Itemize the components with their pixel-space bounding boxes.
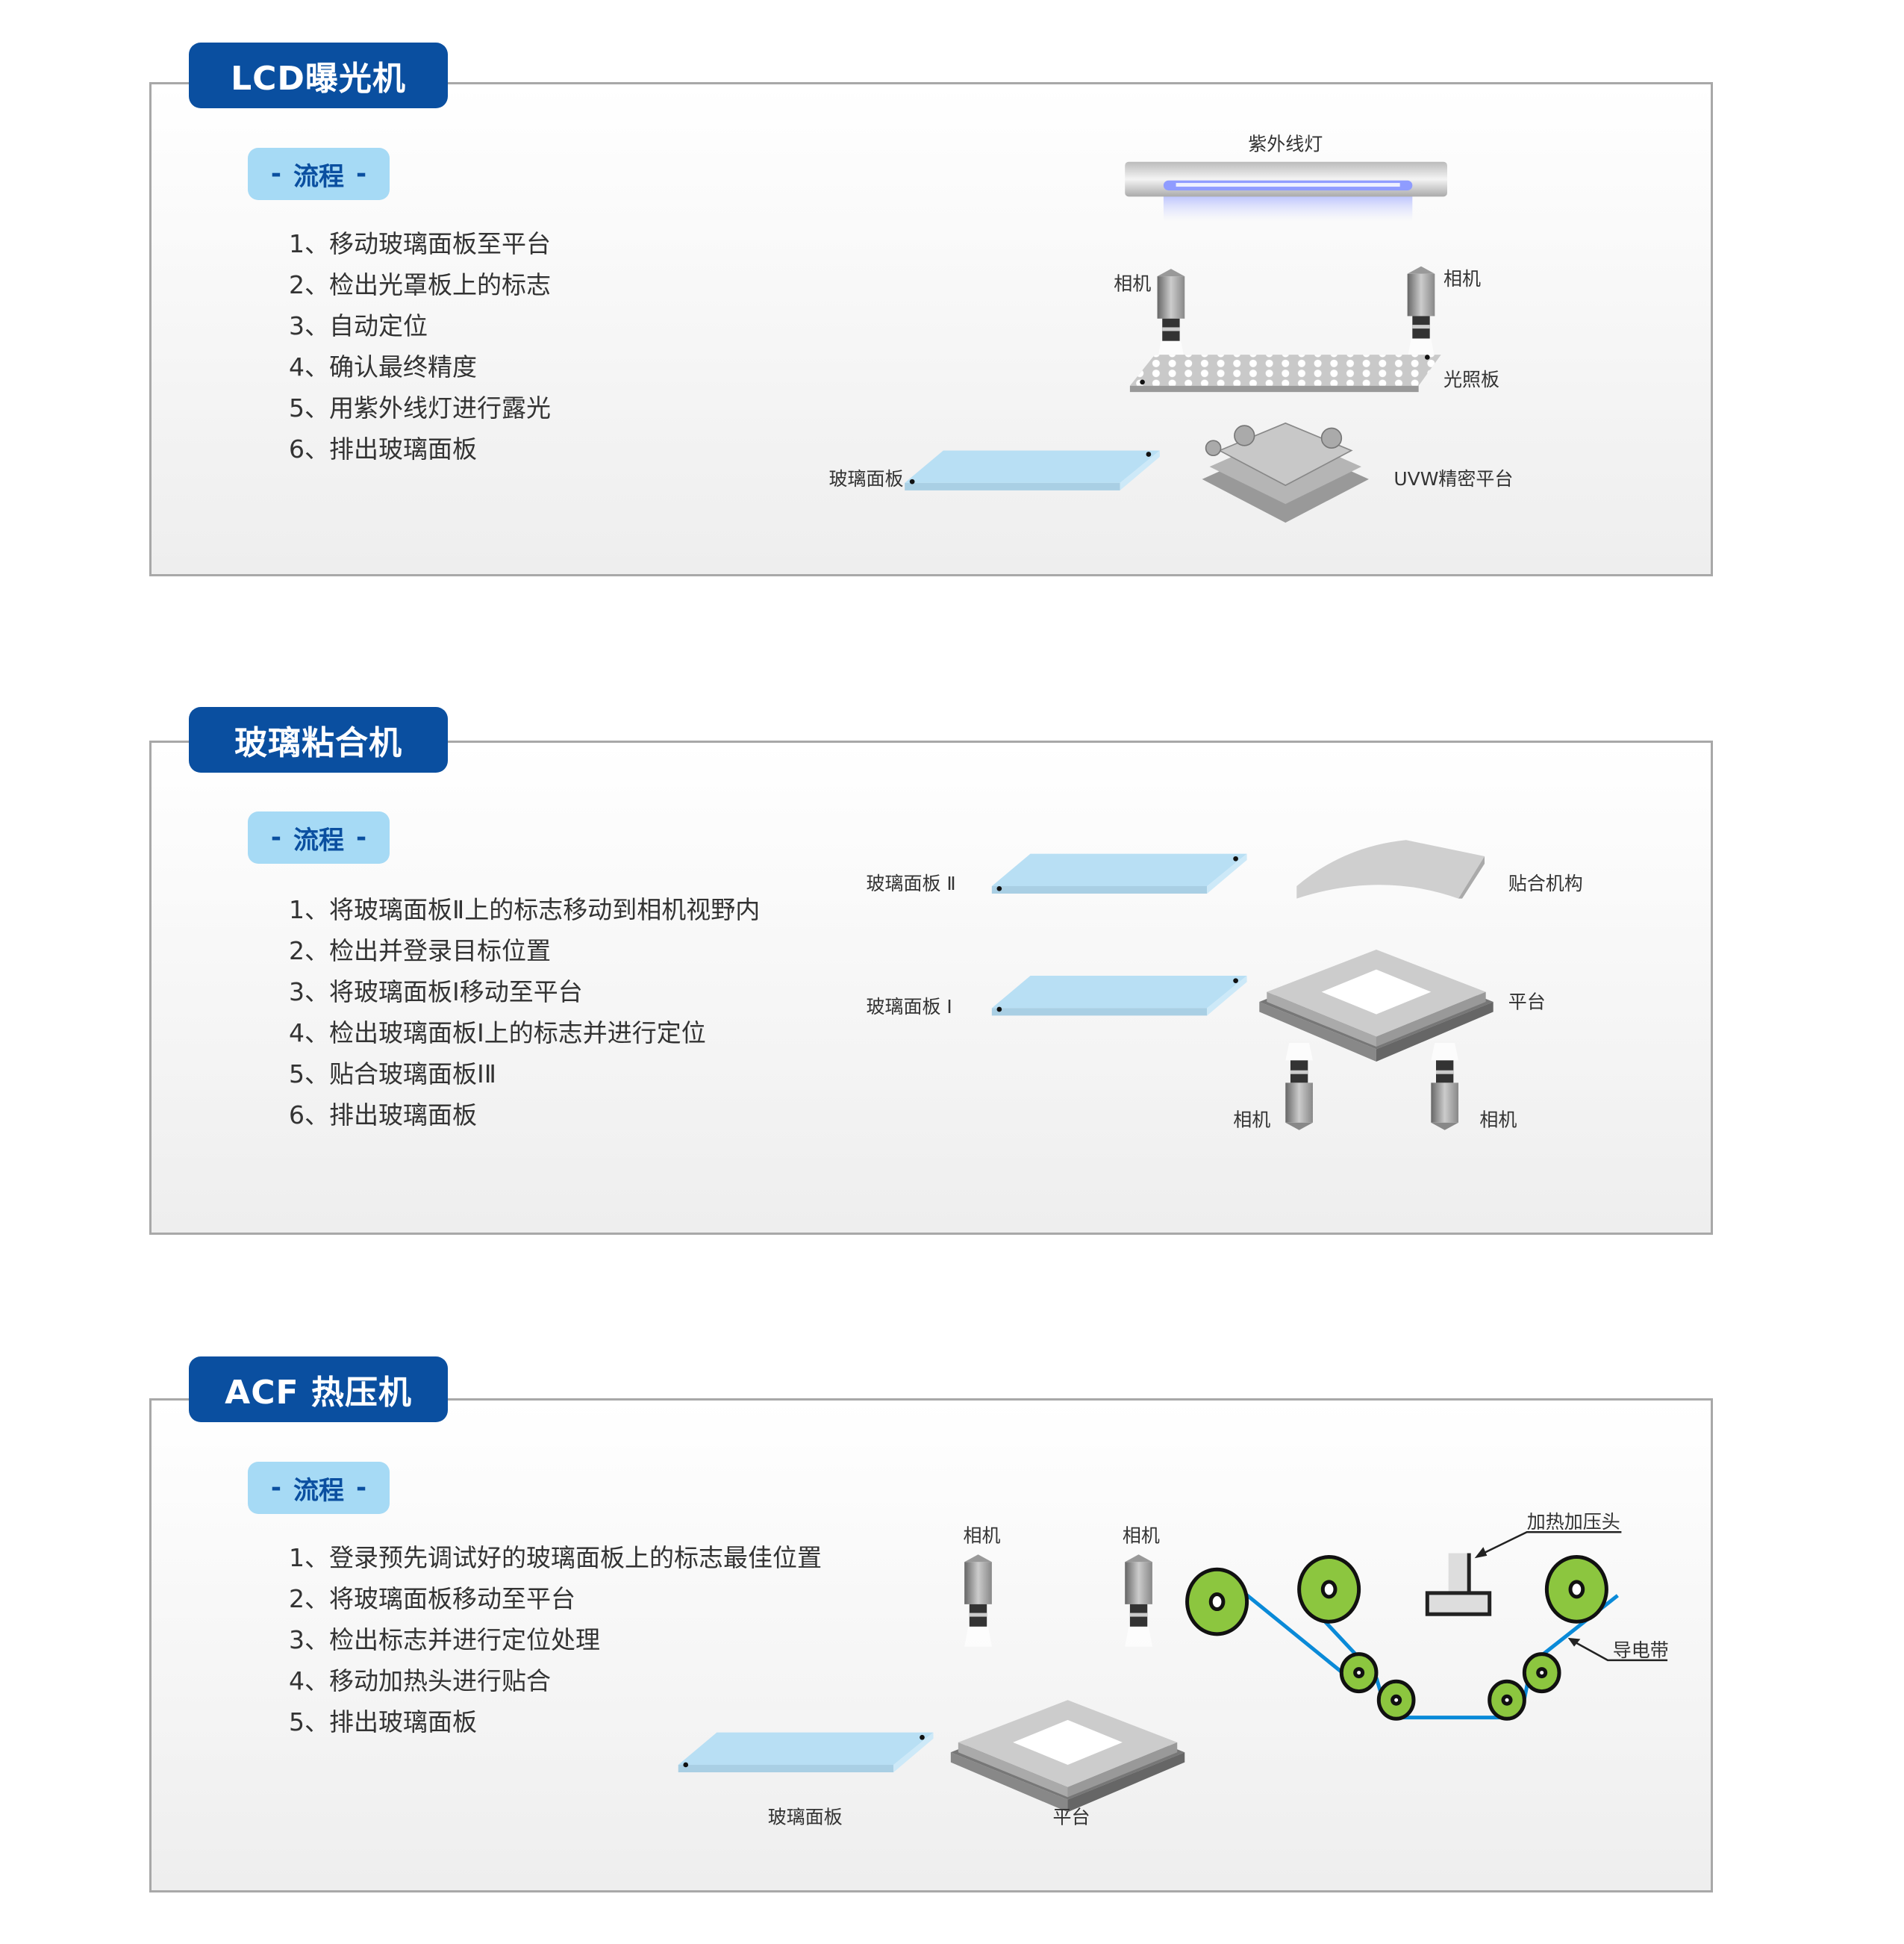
step-list: 1、登录预先调试好的玻璃面板上的标志最佳位置 2、将玻璃面板移动至平台 3、检出… (289, 1537, 822, 1742)
glass-panel-2 (991, 853, 1247, 894)
label-platform: 平台 (1508, 991, 1546, 1012)
dash: - (356, 823, 367, 853)
label-glass-panel: 玻璃面板 (828, 468, 903, 490)
label-uv-lamp: 紫外线灯 (1248, 134, 1323, 155)
label-light-board: 光照板 (1443, 369, 1499, 390)
flow-label: 流程 (293, 161, 344, 192)
flow-label: 流程 (293, 825, 344, 856)
label-camera: 相机 (1123, 1525, 1160, 1547)
callout-lines (1478, 1530, 1668, 1662)
glass-panel (905, 450, 1160, 490)
step-item: 1、将玻璃面板Ⅱ上的标志移动到相机视野内 (289, 895, 761, 924)
section-lcd-exposure (149, 82, 1713, 576)
camera-icon (1157, 269, 1185, 361)
label-glass-2: 玻璃面板 Ⅱ (866, 873, 955, 894)
label-camera: 相机 (1443, 268, 1481, 290)
label-camera: 相机 (1233, 1109, 1270, 1131)
step-item: 3、自动定位 (289, 311, 428, 340)
dash: - (270, 1473, 281, 1503)
step-item: 3、检出标志并进行定位处理 (289, 1625, 600, 1654)
step-item: 4、移动加热头进行贴合 (289, 1666, 551, 1695)
step-item: 6、排出玻璃面板 (289, 434, 477, 464)
label-bonder: 贴合机构 (1508, 873, 1583, 894)
step-list: 1、将玻璃面板Ⅱ上的标志移动到相机视野内 2、检出并登录目标位置 3、将玻璃面板… (289, 889, 760, 1135)
step-item: 1、登录预先调试好的玻璃面板上的标志最佳位置 (289, 1543, 822, 1572)
uv-lamp (1125, 161, 1448, 222)
step-item: 5、排出玻璃面板 (289, 1707, 477, 1736)
camera-icon (964, 1554, 992, 1647)
step-item: 2、检出并登录目标位置 (289, 936, 551, 965)
flow-badge: -流程- (248, 811, 390, 864)
label-camera: 相机 (1479, 1109, 1517, 1131)
bonding-mechanism (1296, 840, 1485, 899)
camera-icon (1125, 1554, 1152, 1647)
section-title: 玻璃粘合机 (189, 707, 448, 773)
step-item: 1、移动玻璃面板至平台 (289, 229, 551, 258)
label-uvw-stage: UVW精密平台 (1393, 468, 1513, 490)
label-glass-panel: 玻璃面板 (768, 1806, 843, 1828)
dash: - (356, 1473, 367, 1503)
section-title: ACF 热压机 (189, 1356, 448, 1422)
heating-press-head (1425, 1553, 1492, 1616)
camera-icon (1431, 1043, 1459, 1130)
step-item: 4、确认最终精度 (289, 352, 477, 381)
flow-label: 流程 (293, 1475, 344, 1506)
platform (950, 1700, 1185, 1813)
step-item: 4、检出玻璃面板Ⅰ上的标志并进行定位 (289, 1018, 706, 1047)
flow-badge: -流程- (248, 148, 390, 200)
section-title: LCD曝光机 (189, 43, 448, 108)
label-camera: 相机 (1114, 272, 1151, 294)
camera-icon (1407, 266, 1435, 359)
step-item: 2、将玻璃面板移动至平台 (289, 1584, 575, 1613)
glass-panel (678, 1732, 934, 1772)
dash: - (270, 823, 281, 853)
label-belt: 导电带 (1613, 1639, 1669, 1661)
camera-icon (1285, 1043, 1313, 1130)
step-item: 3、将玻璃面板Ⅰ移动至平台 (289, 977, 583, 1006)
step-list: 1、移动玻璃面板至平台 2、检出光罩板上的标志 3、自动定位 4、确认最终精度 … (289, 223, 551, 470)
flow-badge: -流程- (248, 1462, 390, 1514)
glass-panel-1 (991, 976, 1247, 1016)
rollers (1185, 1555, 1608, 1721)
step-item: 6、排出玻璃面板 (289, 1100, 477, 1130)
step-item: 5、用紫外线灯进行露光 (289, 393, 551, 423)
dash: - (356, 159, 367, 189)
label-heating-head: 加热加压头 (1527, 1511, 1620, 1533)
section-acf-press (149, 1398, 1713, 1892)
step-item: 2、检出光罩板上的标志 (289, 270, 551, 299)
label-camera: 相机 (964, 1525, 1001, 1547)
label-glass-1: 玻璃面板 Ⅰ (866, 996, 952, 1018)
step-item: 5、贴合玻璃面板ⅠⅡ (289, 1059, 496, 1088)
uvw-stage (1202, 422, 1369, 523)
dash: - (270, 159, 281, 189)
light-board (1129, 355, 1441, 393)
label-platform: 平台 (1053, 1806, 1090, 1828)
